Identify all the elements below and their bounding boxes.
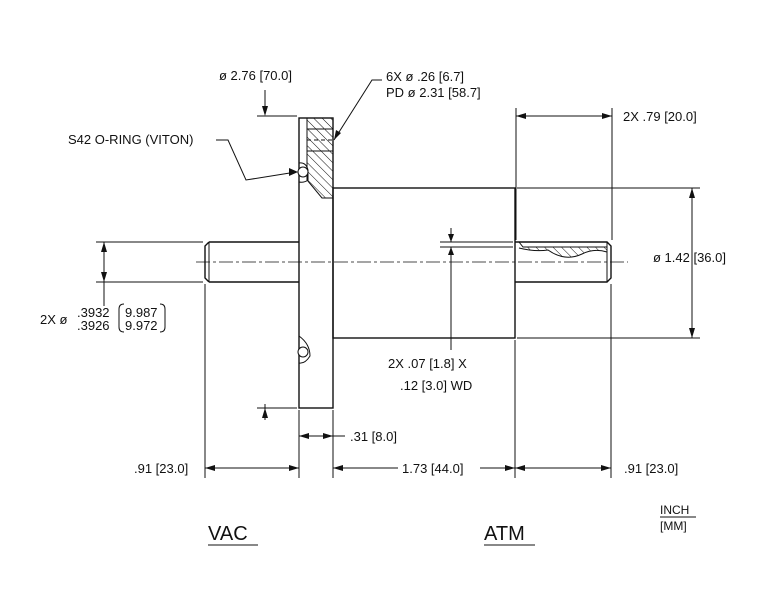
groove-arrow-top — [448, 234, 454, 242]
oring-groove-top — [298, 162, 309, 183]
atm-len-arrow-left — [515, 465, 525, 471]
oring-leader-arrow — [289, 168, 298, 176]
bolt-pcd-label: PD ø 2.31 [58.7] — [386, 85, 481, 100]
flange-thk-arrow-left — [299, 433, 309, 439]
groove-label-line2: .12 [3.0] WD — [400, 378, 472, 393]
body-dia-arrow-bottom — [689, 328, 695, 338]
oring-label: S42 O-RING (VITON) — [68, 132, 193, 147]
shaft-dia-lower: .3926 — [77, 318, 110, 333]
shaft-dia-prefix: 2X ø — [40, 312, 68, 327]
flange-od-arrow-head — [262, 106, 268, 116]
flange-section-hatch — [306, 117, 334, 199]
dimension-labels: ø 2.76 [70.0] 6X ø .26 [6.7] PD ø 2.31 [… — [40, 68, 726, 476]
vac-shaft — [204, 241, 299, 283]
body-len-arrow-left — [333, 465, 343, 471]
atm-label: ATM — [484, 523, 525, 545]
flats-arrow-left — [516, 113, 526, 119]
shaft-dia-upper-mm: 9.987 — [125, 305, 158, 320]
bolt-hole-leader — [333, 79, 382, 141]
body — [332, 187, 516, 339]
atm-shaft-length-label: .91 [23.0] — [624, 461, 678, 476]
oring-section-top — [297, 166, 309, 178]
body-len-arrow-right — [505, 465, 515, 471]
shaft-bracket-left — [118, 303, 125, 333]
flange-thk-arrow-right — [323, 433, 333, 439]
oring-section-bottom — [297, 346, 309, 358]
side-labels: VAC ATM INCH [MM] — [208, 503, 696, 546]
bolt-holes-label: 6X ø .26 [6.7] — [386, 69, 464, 84]
flange-od-arrow-head-bottom — [262, 408, 268, 418]
units-mm: [MM] — [660, 519, 687, 533]
shaft-dia-arrow-top — [101, 242, 107, 252]
oring-leader — [216, 139, 297, 181]
atm-shaft — [515, 241, 612, 283]
vac-len-arrow-right — [289, 465, 299, 471]
flat-edge — [518, 241, 607, 248]
shaft-bracket-right — [159, 303, 166, 333]
vac-shaft-length-label: .91 [23.0] — [134, 461, 188, 476]
units-inch: INCH — [660, 503, 689, 517]
body-length-label: 1.73 [44.0] — [402, 461, 463, 476]
groove-arrow-bottom — [448, 247, 454, 255]
flats-length-label: 2X .79 [20.0] — [623, 109, 697, 124]
part-outline — [196, 117, 628, 409]
flat-hatch — [519, 247, 607, 258]
dimension-lines — [96, 79, 700, 478]
flats-arrow-right — [602, 113, 612, 119]
atm-len-arrow-right — [601, 465, 611, 471]
body-dia-label: ø 1.42 [36.0] — [653, 250, 726, 265]
flange-od-label: ø 2.76 [70.0] — [219, 68, 292, 83]
flange-thickness-label: .31 [8.0] — [350, 429, 397, 444]
bolt-hole-leader-arrow — [334, 130, 341, 140]
body-dia-arrow-top — [689, 188, 695, 198]
shaft-dia-lower-mm: 9.972 — [125, 318, 158, 333]
groove-label-line1: 2X .07 [1.8] X — [388, 356, 467, 371]
vac-label: VAC — [208, 523, 248, 545]
shaft-dia-arrow-bottom — [101, 272, 107, 282]
shaft-dia-upper: .3932 — [77, 305, 110, 320]
oring-groove-bottom — [298, 335, 311, 364]
vac-len-arrow-left — [205, 465, 215, 471]
